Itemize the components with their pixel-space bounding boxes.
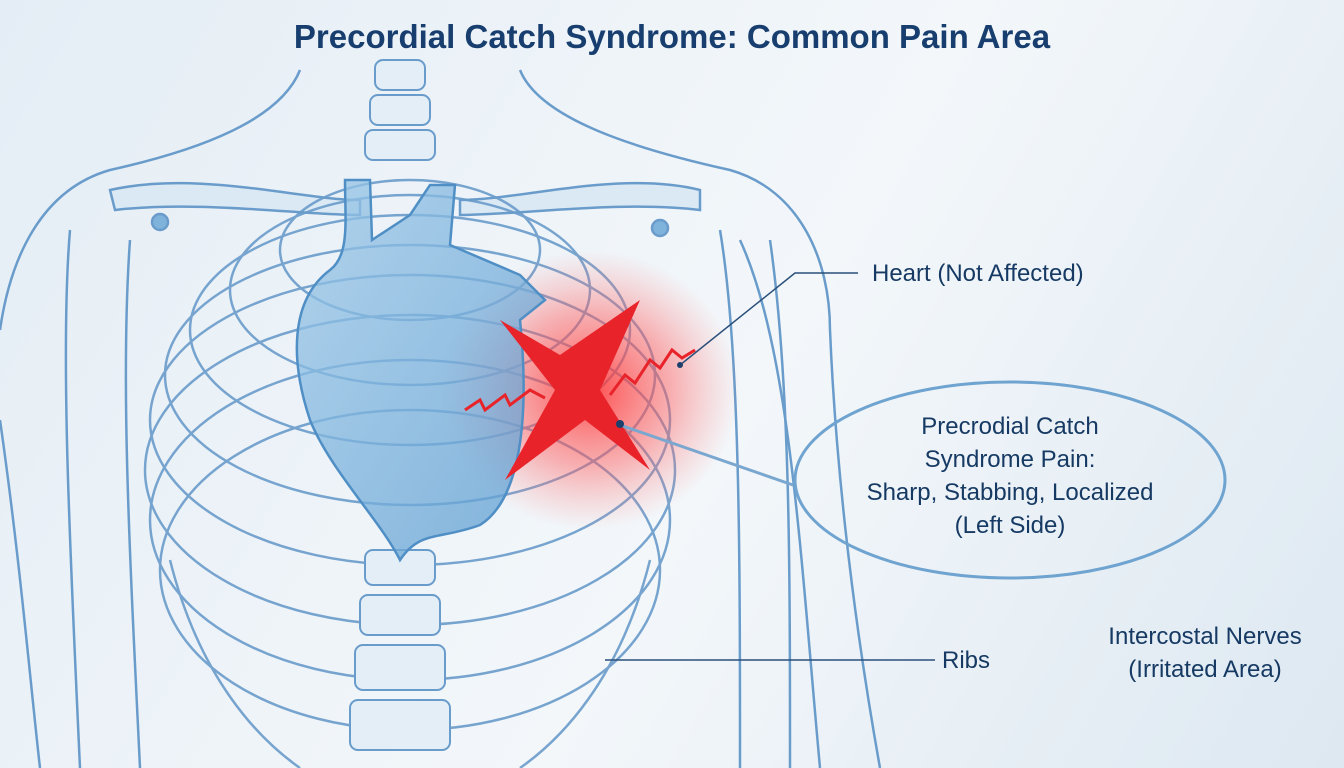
pain-x-mark: [500, 300, 650, 480]
callout-line-2: Syndrome Pain:: [924, 446, 1096, 473]
nerves-label: Intercostal Nerves (Irritated Area): [1085, 620, 1325, 686]
humerus: [64, 229, 792, 768]
body-outline: [0, 69, 882, 768]
pain-callout: Precrodial Catch Syndrome Pain: Sharp, S…: [795, 410, 1225, 542]
nerves-line-1: Intercostal Nerves: [1108, 623, 1302, 650]
heart-pointer-dot: [677, 362, 683, 368]
pain-pointer-dot: [616, 420, 624, 428]
callout-line-4: (Left Side): [954, 512, 1066, 539]
callout-ellipse: [793, 380, 1227, 580]
callout-line-3: Sharp, Stabbing, Localized: [866, 479, 1154, 506]
lightning-bolts: [464, 347, 696, 413]
ribs-label: Ribs: [942, 647, 991, 674]
page-title: Precordial Catch Syndrome: Common Pain A…: [293, 18, 1051, 55]
nerves-line-2: (Irritated Area): [1128, 656, 1282, 683]
callout-line-1: Precrodial Catch: [921, 413, 1099, 440]
spine: [349, 59, 451, 751]
leader-lines: [605, 272, 935, 661]
heart-label: Heart (Not Affected): [872, 260, 1084, 287]
